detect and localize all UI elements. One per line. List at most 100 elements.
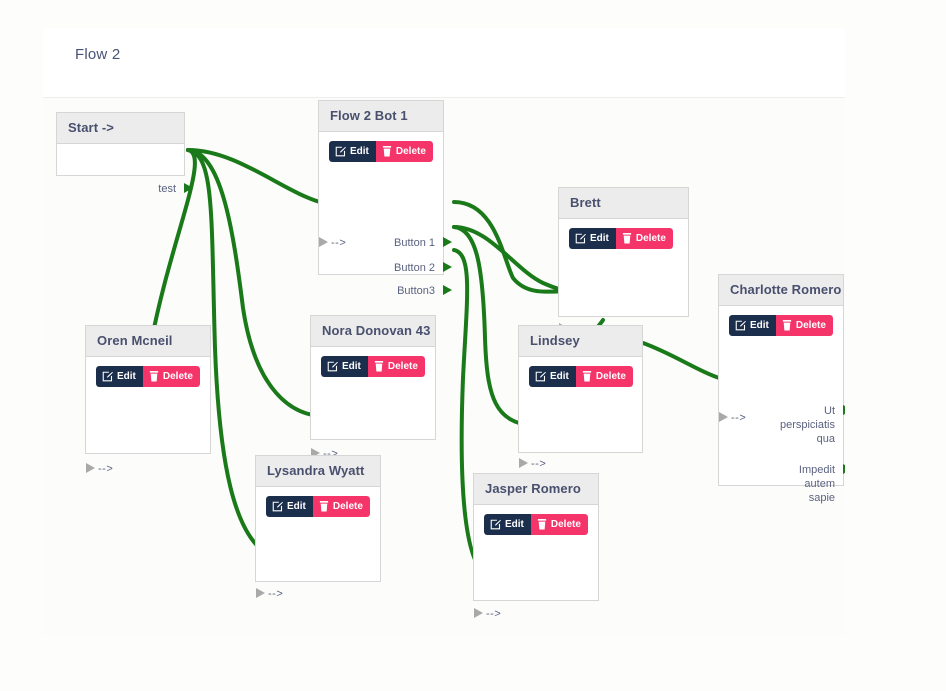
input-arrow-icon	[86, 463, 95, 473]
node-input-port[interactable]: -->	[519, 458, 547, 470]
input-port-label: -->	[98, 463, 114, 475]
page-title: Flow 2	[75, 46, 121, 63]
delete-button[interactable]: Delete	[142, 366, 200, 387]
input-arrow-icon	[519, 458, 528, 468]
node-body: Edit Delete -->	[256, 487, 380, 600]
edit-button-label: Edit	[342, 360, 361, 372]
output-arrow-icon	[443, 285, 452, 295]
edit-button-label: Edit	[117, 370, 136, 382]
delete-button[interactable]: Delete	[312, 496, 370, 517]
delete-button[interactable]: Delete	[575, 366, 633, 387]
input-arrow-icon	[719, 412, 728, 422]
output-arrow-icon	[443, 237, 452, 247]
node-title: Jasper Romero	[474, 474, 598, 505]
input-port-label: -->	[531, 458, 547, 470]
delete-button-label: Delete	[162, 370, 193, 382]
edit-icon	[272, 501, 283, 512]
node-title: Lindsey	[519, 326, 642, 357]
output-arrow-icon	[184, 183, 193, 193]
input-arrow-icon	[474, 608, 483, 618]
trash-icon	[537, 519, 547, 530]
delete-button-label: Delete	[550, 518, 581, 530]
edit-icon	[102, 371, 113, 382]
node-input-port[interactable]: -->	[256, 588, 284, 600]
edit-button[interactable]: Edit	[484, 514, 531, 535]
delete-button-label: Delete	[387, 360, 418, 372]
output-port-label: Button3	[397, 285, 435, 297]
edit-button-label: Edit	[505, 518, 524, 530]
node-output-port[interactable]: Button 2	[394, 261, 452, 275]
input-port-label: -->	[331, 237, 347, 249]
node-input-port[interactable]: -->	[719, 412, 747, 424]
output-port-label: Impedit autem sapie	[798, 464, 835, 504]
node-actions: Edit Delete	[96, 366, 200, 387]
node-title: Start ->	[57, 113, 184, 144]
delete-button[interactable]: Delete	[375, 141, 433, 162]
node-title: Oren Mcneil	[86, 326, 210, 357]
node-output-port[interactable]: Button3	[397, 284, 452, 298]
edit-icon	[327, 361, 338, 372]
trash-icon	[374, 361, 384, 372]
input-port-label: -->	[731, 412, 747, 424]
node-title: Lysandra Wyatt	[256, 456, 380, 487]
output-arrow-icon	[443, 262, 452, 272]
input-port-label: -->	[486, 608, 502, 620]
flow-edge[interactable]	[452, 225, 577, 293]
flow-edge[interactable]	[452, 200, 577, 294]
edit-button-label: Edit	[550, 370, 569, 382]
delete-button-label: Delete	[595, 370, 626, 382]
edit-button[interactable]: Edit	[266, 496, 313, 517]
node-output-port[interactable]: test	[158, 182, 193, 196]
node-body: Edit Delete -->	[474, 505, 598, 620]
trash-icon	[319, 501, 329, 512]
input-arrow-icon	[319, 237, 328, 247]
node-actions: Edit Delete	[729, 315, 833, 336]
edit-button[interactable]: Edit	[96, 366, 143, 387]
delete-button[interactable]: Delete	[615, 228, 673, 249]
edit-button-label: Edit	[350, 145, 369, 157]
output-port-label: Button 2	[394, 262, 435, 274]
node-output-port[interactable]: Ut perspiciatis qua	[780, 404, 845, 446]
delete-button-label: Delete	[395, 145, 426, 157]
node-output-port[interactable]: Button 1	[394, 236, 452, 250]
flow-edge[interactable]	[186, 148, 337, 207]
delete-button[interactable]: Delete	[367, 356, 425, 377]
trash-icon	[782, 320, 792, 331]
edit-button[interactable]: Edit	[569, 228, 616, 249]
node-input-port[interactable]: -->	[86, 463, 114, 475]
input-port-label: -->	[268, 588, 284, 600]
edit-icon	[490, 519, 501, 530]
edit-icon	[575, 233, 586, 244]
edit-button[interactable]: Edit	[729, 315, 776, 336]
output-port-label: Button 1	[394, 237, 435, 249]
edit-button[interactable]: Edit	[321, 356, 368, 377]
flow-node-flow-2-bot-1[interactable]: Flow 2 Bot 1 Edit Delete --> Button 1 Button …	[318, 100, 452, 297]
node-title: Flow 2 Bot 1	[319, 101, 443, 132]
output-port-label: test	[158, 183, 176, 195]
flow-node-start[interactable]: Start -> test	[56, 112, 193, 195]
node-input-port[interactable]: -->	[474, 608, 502, 620]
delete-button-label: Delete	[795, 319, 826, 331]
delete-button-label: Delete	[332, 500, 363, 512]
delete-button[interactable]: Delete	[530, 514, 588, 535]
node-actions: Edit Delete	[529, 366, 633, 387]
node-title: Nora Donovan 43	[311, 316, 435, 347]
delete-button[interactable]: Delete	[775, 315, 833, 336]
node-input-port[interactable]: -->	[319, 237, 347, 249]
edit-button-label: Edit	[287, 500, 306, 512]
edit-button[interactable]: Edit	[529, 366, 576, 387]
node-output-port[interactable]: Impedit autem sapie	[798, 463, 845, 505]
edit-button[interactable]: Edit	[329, 141, 376, 162]
